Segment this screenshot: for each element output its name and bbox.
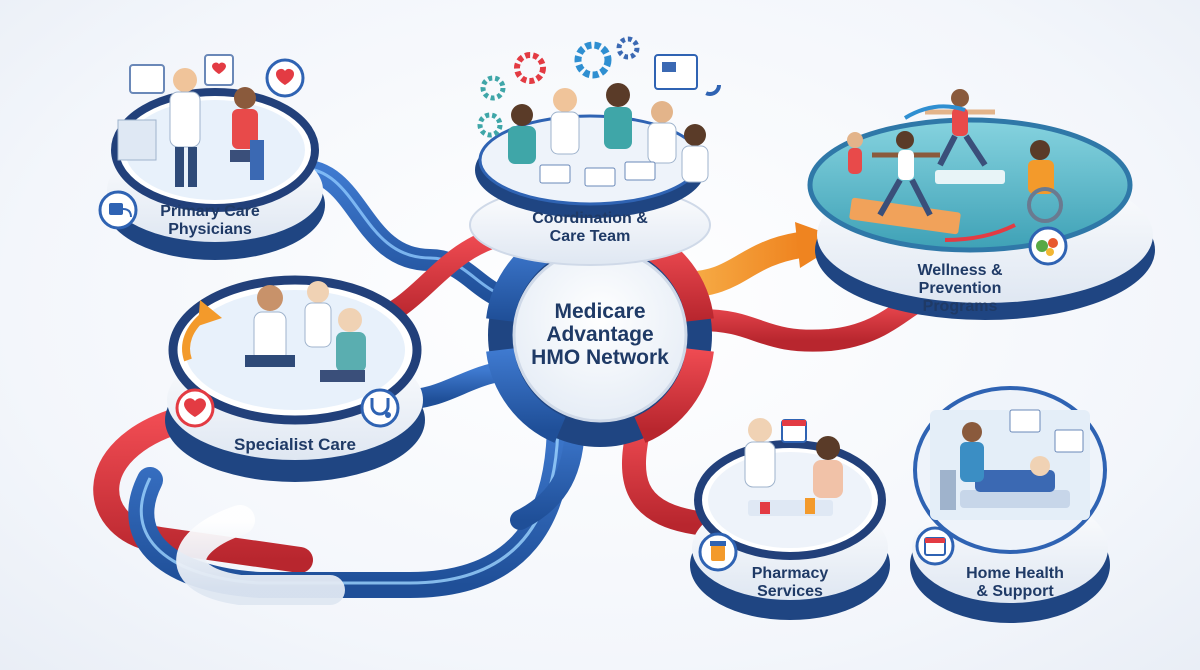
path-hub-to-wellness-red [689, 289, 931, 352]
node-primary-care [105, 64, 325, 260]
dashboard-icon [654, 54, 721, 96]
path-left-loop-white [176, 505, 345, 605]
node-coordination [469, 83, 711, 266]
heart-rate-icon [175, 388, 215, 428]
heart-monitor-icon [265, 58, 305, 98]
blood-pressure-icon [98, 190, 138, 230]
gear-icon [477, 36, 640, 138]
node-home-health [910, 386, 1110, 623]
schedule-icon [915, 526, 955, 566]
hub-label: Medicare Advantage HMO Network [505, 300, 695, 369]
hub-label-line-2: Advantage [546, 323, 654, 347]
stethoscope-icon [360, 388, 400, 428]
healthy-food-icon [1028, 226, 1068, 266]
node-wellness [807, 89, 1155, 320]
node-specialist [165, 275, 425, 482]
hub-label-line-3: HMO Network [531, 346, 669, 370]
pill-bottle-icon [698, 532, 738, 572]
hub-label-line-1: Medicare [554, 300, 646, 323]
chart-icon [204, 54, 234, 86]
node-pharmacy [690, 418, 890, 620]
calendar-icon [781, 419, 807, 443]
